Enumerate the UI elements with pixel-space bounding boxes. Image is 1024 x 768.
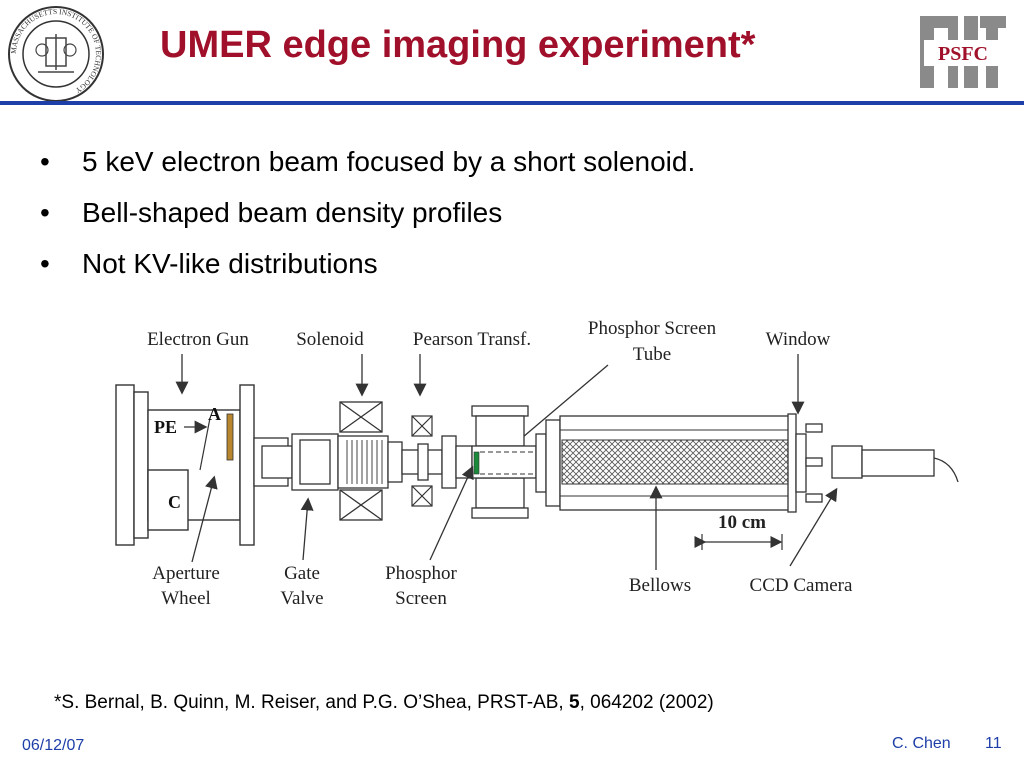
- citation: *S. Bernal, B. Quinn, M. Reiser, and P.G…: [54, 692, 714, 714]
- label-aperture-1: Aperture: [152, 563, 220, 584]
- mit-psfc-logo: PSFC: [920, 16, 1006, 88]
- label-bellows: Bellows: [629, 575, 691, 596]
- label-a: A: [208, 404, 221, 424]
- pipe-flange: [441, 435, 457, 489]
- label-window: Window: [766, 329, 831, 350]
- label-phosphor-tube-1: Phosphor Screen: [588, 318, 717, 339]
- arrow-aperture: [191, 475, 218, 563]
- bellows-flange: [545, 419, 561, 507]
- bullet-text: 5 keV electron beam focused by a short s…: [82, 146, 696, 177]
- pearson-coils: [411, 415, 433, 507]
- phosphor-screen: [473, 451, 480, 475]
- label-phosphor-tube-2: Tube: [633, 344, 671, 365]
- anode-plate: [226, 413, 234, 461]
- label-gate-1: Gate: [284, 563, 320, 584]
- footer-date: 06/12/07: [22, 737, 85, 754]
- label-c: C: [168, 492, 181, 512]
- gate-valve-inner: [299, 439, 331, 485]
- bullet-item: • 5 keV electron beam focused by a short …: [40, 145, 695, 196]
- solenoid-coils: [339, 401, 383, 521]
- gun-electrode: [199, 417, 211, 471]
- footer-author: C. Chen: [892, 735, 951, 752]
- solenoid-winding: [344, 440, 384, 484]
- rod-end: [805, 457, 823, 467]
- slide-title: UMER edge imaging experiment*: [160, 24, 756, 66]
- label-scale: 10 cm: [718, 512, 766, 533]
- ccd-camera: [831, 445, 935, 479]
- bullet-marker: •: [40, 248, 50, 279]
- label-ccd: CCD Camera: [750, 575, 853, 596]
- page-number: 11: [985, 735, 1002, 752]
- arrow-gate-valve: [300, 497, 314, 561]
- label-phosphor-2: Screen: [395, 588, 447, 609]
- pipe-flange: [387, 441, 403, 483]
- bullet-item: • Bell-shaped beam density profiles: [40, 196, 695, 247]
- bullet-text: Not KV-like distributions: [82, 248, 378, 279]
- bullet-item: • Not KV-like distributions: [40, 247, 695, 298]
- bullet-marker: •: [40, 197, 50, 228]
- arrow-phosphor-screen: [429, 465, 474, 561]
- label-gate-2: Valve: [280, 588, 323, 609]
- arrow-ccd: [789, 487, 838, 567]
- label-phosphor-1: Phosphor: [385, 563, 457, 584]
- citation-volume: 5: [569, 692, 580, 713]
- experiment-diagram: Electron Gun Solenoid Pearson Transf. Ph…: [115, 318, 959, 609]
- pipe-segment: [261, 445, 293, 479]
- title-divider: [0, 101, 1024, 105]
- rod-end: [805, 493, 823, 503]
- label-pearson: Pearson Transf.: [413, 329, 531, 350]
- mit-seal-logo: MASSACHUSETTS INSTITUTE OF TECHNOLOGY: [8, 6, 104, 102]
- bullet-text: Bell-shaped beam density profiles: [82, 197, 503, 228]
- window: [795, 433, 807, 493]
- psfc-text: PSFC: [938, 43, 988, 65]
- bullet-list: • 5 keV electron beam focused by a short …: [40, 145, 695, 298]
- citation-suffix: , 064202 (2002): [579, 692, 714, 713]
- electron-gun: [115, 384, 255, 546]
- pearson-core: [417, 443, 429, 481]
- arrow-phosphor-tube: [508, 364, 609, 450]
- camera-cable: [933, 457, 959, 483]
- label-aperture-2: Wheel: [161, 588, 211, 609]
- phosphor-cross: [471, 405, 537, 519]
- citation-prefix: *S. Bernal, B. Quinn, M. Reiser, and P.G…: [54, 692, 569, 713]
- label-solenoid: Solenoid: [296, 329, 364, 350]
- label-pe: PE: [154, 417, 177, 437]
- bullet-marker: •: [40, 146, 50, 177]
- bellows: [561, 439, 789, 485]
- label-electron-gun: Electron Gun: [147, 329, 249, 350]
- rod-end: [805, 423, 823, 433]
- bellows-flange-left: [535, 433, 547, 493]
- window-flange: [787, 413, 797, 513]
